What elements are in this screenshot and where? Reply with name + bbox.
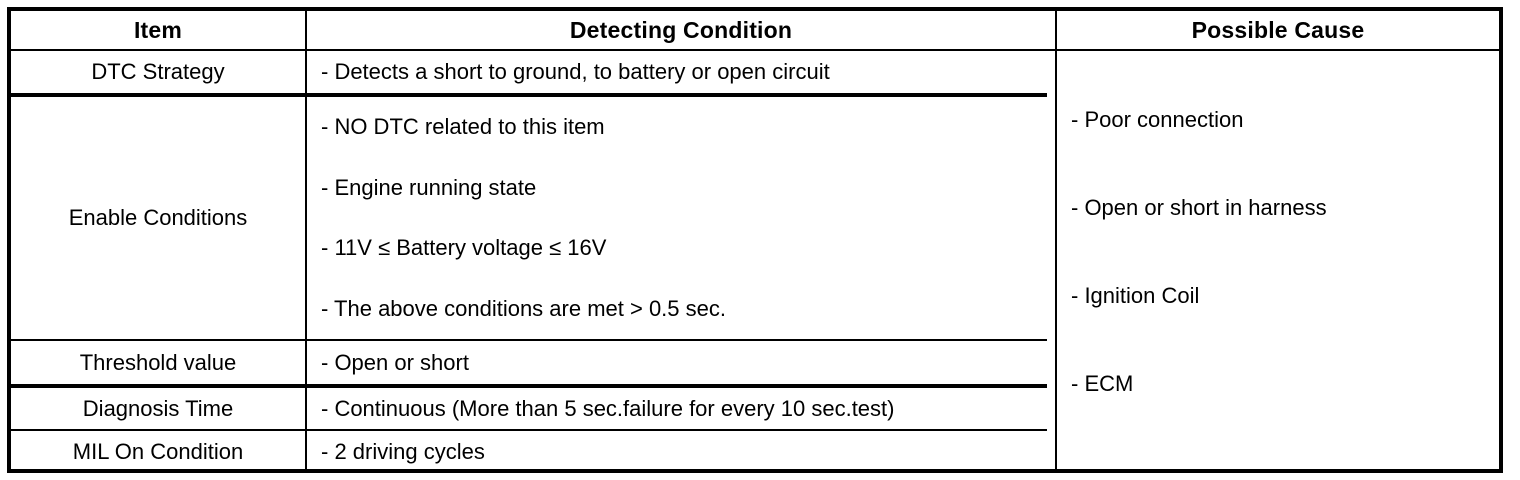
threshold-value-text: - Open or short	[321, 349, 469, 375]
dtc-strategy-text: - Detects a short to ground, to battery …	[321, 59, 830, 84]
row-label-diagnosis-time: Diagnosis Time	[82, 395, 234, 421]
possible-cause-item: - Open or short in harness	[1071, 195, 1327, 220]
row-separator-dtc-strategy	[11, 93, 1047, 97]
possible-cause-item: - Poor connection	[1071, 107, 1244, 132]
enable-condition-line: - 11V ≤ Battery voltage ≤ 16V	[321, 235, 607, 261]
header-item: Item	[133, 16, 183, 43]
row-separator-diagnosis-time	[11, 429, 1047, 431]
column-divider-item-condition	[305, 11, 307, 469]
possible-cause-item: - ECM	[1071, 371, 1134, 396]
row-separator-header	[11, 49, 1499, 51]
mil-on-condition-text: - 2 driving cycles	[321, 439, 485, 464]
row-value-dtc-strategy: - Detects a short to ground, to battery …	[307, 51, 1055, 93]
row-value-mil-on-condition: - 2 driving cycles	[307, 431, 1055, 473]
diagnostic-table: Item Detecting Condition Possible Cause …	[7, 7, 1503, 473]
row-value-diagnosis-time: - Continuous (More than 5 sec.failure fo…	[307, 388, 1055, 429]
row-label-enable-conditions: Enable Conditions	[68, 205, 248, 230]
row-label-dtc-strategy: DTC Strategy	[91, 59, 225, 84]
row-label-threshold-value: Threshold value	[79, 349, 237, 375]
row-separator-enable-conditions	[11, 339, 1047, 341]
column-divider-condition-cause	[1055, 11, 1057, 469]
possible-cause-list: - Poor connection - Open or short in har…	[1057, 107, 1499, 397]
row-value-threshold-value: - Open or short	[307, 341, 1055, 384]
possible-cause-item: - Ignition Coil	[1071, 283, 1200, 308]
header-possible-cause: Possible Cause	[1191, 16, 1365, 43]
enable-condition-line: - NO DTC related to this item	[321, 114, 605, 140]
row-value-enable-conditions: - NO DTC related to this item - Engine r…	[307, 97, 1055, 339]
enable-condition-line: - Engine running state	[321, 174, 537, 200]
row-label-mil-on-condition: MIL On Condition	[72, 439, 244, 464]
enable-condition-line: - The above conditions are met > 0.5 sec…	[321, 295, 726, 321]
diagnosis-time-text: - Continuous (More than 5 sec.failure fo…	[321, 395, 895, 421]
row-separator-threshold-value	[11, 384, 1047, 388]
header-detecting-condition: Detecting Condition	[569, 16, 793, 43]
